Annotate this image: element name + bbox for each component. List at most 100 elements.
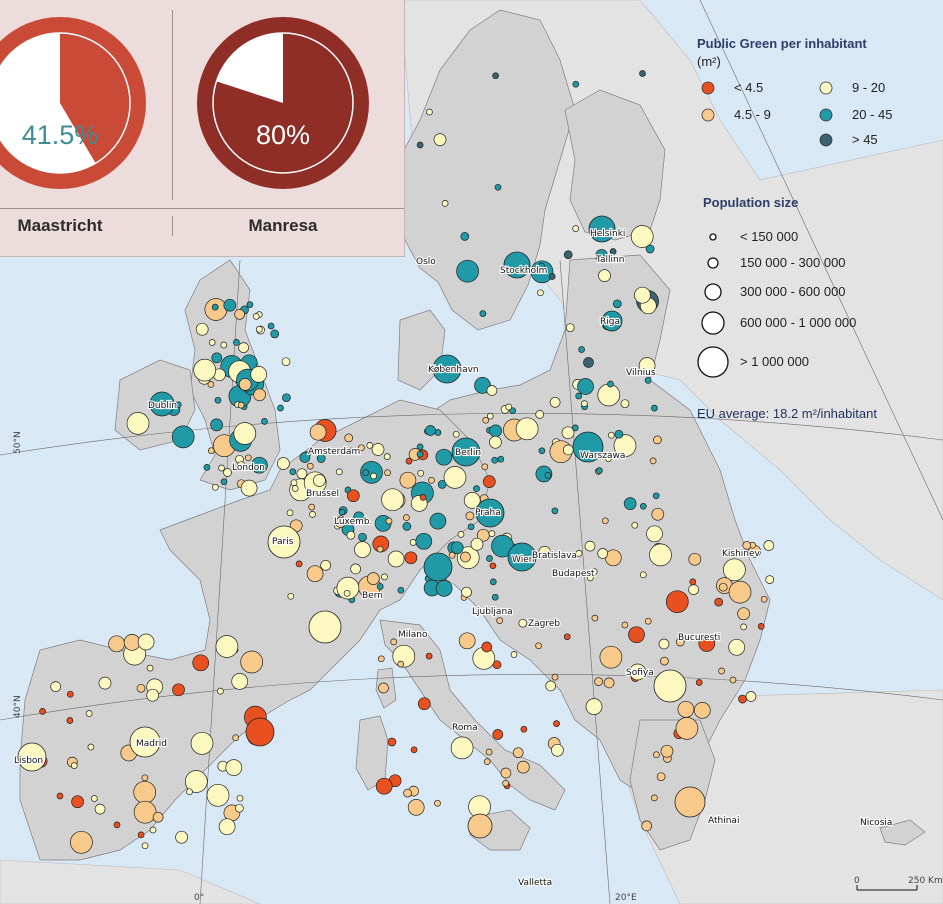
city-circle — [675, 637, 685, 647]
city-circle — [309, 423, 327, 441]
city-circle — [350, 563, 361, 575]
inset-tick — [172, 216, 173, 236]
city-circle — [486, 555, 493, 562]
city-circle — [286, 509, 294, 517]
legend-size-3 — [704, 283, 722, 301]
city-circle — [220, 341, 228, 349]
city-circle-large — [451, 437, 481, 467]
legend: Public Green per inhabitant (m²) < 4.5 4… — [697, 36, 892, 421]
city-circle — [563, 633, 571, 641]
city-circle — [313, 474, 326, 487]
city-circle — [172, 683, 185, 697]
city-circle — [505, 403, 513, 411]
city-circle — [434, 799, 441, 807]
city-circle — [553, 720, 560, 727]
city-circle — [548, 273, 556, 280]
city-circle — [609, 248, 617, 255]
pie-maastricht-percent: 41.5% — [21, 120, 99, 150]
city-label-roma: Roma — [452, 723, 478, 733]
city-circle — [233, 339, 240, 346]
land-greece — [629, 719, 716, 851]
legend-size-label-2: 150 000 - 300 000 — [740, 255, 846, 270]
city-circle — [607, 431, 615, 439]
city-circle — [605, 455, 612, 462]
city-circle — [544, 472, 552, 479]
city-circle — [287, 592, 295, 600]
legend-size-label-4: 600 000 - 1 000 000 — [740, 315, 856, 330]
city-circle-large — [432, 354, 462, 384]
city-circle — [489, 562, 497, 570]
city-circle — [235, 803, 244, 813]
city-circle — [210, 418, 223, 432]
city-circle — [644, 377, 652, 384]
legend-label-gt45: > 45 — [852, 132, 878, 147]
city-circle — [489, 578, 497, 586]
city-circle — [282, 393, 291, 403]
city-circle — [410, 746, 418, 754]
city-circle — [186, 788, 193, 796]
city-circle — [429, 512, 447, 530]
city-circle — [136, 683, 146, 693]
city-circle — [289, 468, 297, 476]
scale-distance: 250 Km — [908, 876, 943, 886]
city-circle — [714, 597, 724, 607]
city-circle — [641, 820, 653, 832]
city-circle — [246, 301, 254, 308]
city-circle — [562, 444, 574, 456]
city-circle — [215, 635, 239, 658]
city-circle — [415, 532, 433, 550]
city-circle — [470, 537, 484, 551]
city-circle — [206, 783, 230, 807]
pie-maastricht-thin-ring — [0, 32, 131, 174]
legend-size-1 — [709, 233, 717, 241]
city-circle — [460, 551, 471, 563]
city-circle — [603, 677, 615, 689]
city-circle — [353, 511, 365, 523]
city-circle — [362, 469, 370, 476]
city-circle — [378, 682, 389, 694]
city-circle — [591, 614, 599, 622]
city-circle — [98, 676, 112, 690]
city-circle — [458, 632, 476, 650]
city-circle — [740, 623, 747, 631]
city-label-budapest: Budapest — [552, 569, 595, 579]
city-circle — [467, 523, 475, 531]
city-circle — [737, 607, 750, 621]
city-circle — [651, 507, 665, 521]
city-label-oslo: Oslo — [416, 257, 436, 267]
city-circle — [489, 424, 502, 438]
city-circle-large — [267, 525, 301, 559]
city-circle — [538, 262, 545, 270]
city-circle — [231, 673, 249, 690]
city-circle — [211, 483, 219, 491]
city-circle-large — [601, 310, 623, 332]
legend-label-9-20: 9 - 20 — [852, 80, 885, 95]
city-circle — [232, 734, 240, 742]
city-circle-large — [507, 542, 537, 572]
city-circle — [94, 803, 106, 815]
city-circle — [660, 656, 669, 666]
city-circle — [192, 654, 210, 672]
city-circle — [551, 507, 559, 515]
city-circle — [397, 586, 405, 594]
inset-panel: 41.5% 80% Maastricht Manresa — [0, 0, 405, 257]
city-circle — [277, 457, 290, 470]
city-circle — [448, 551, 456, 559]
city-circle — [435, 580, 453, 597]
city-circle — [399, 471, 417, 489]
city-circle-large — [17, 742, 47, 772]
city-circle — [381, 573, 388, 581]
city-circle — [236, 794, 244, 802]
city-circle — [491, 456, 499, 464]
city-circle — [387, 737, 397, 747]
city-circle — [433, 133, 447, 146]
city-circle — [203, 464, 211, 471]
city-label-warszawa: Warszawa — [580, 451, 625, 461]
city-circle — [377, 655, 385, 663]
city-circle — [677, 700, 695, 718]
city-circle — [646, 525, 663, 543]
city-circle — [299, 452, 311, 463]
city-circle — [435, 448, 453, 466]
city-circle — [403, 788, 412, 798]
